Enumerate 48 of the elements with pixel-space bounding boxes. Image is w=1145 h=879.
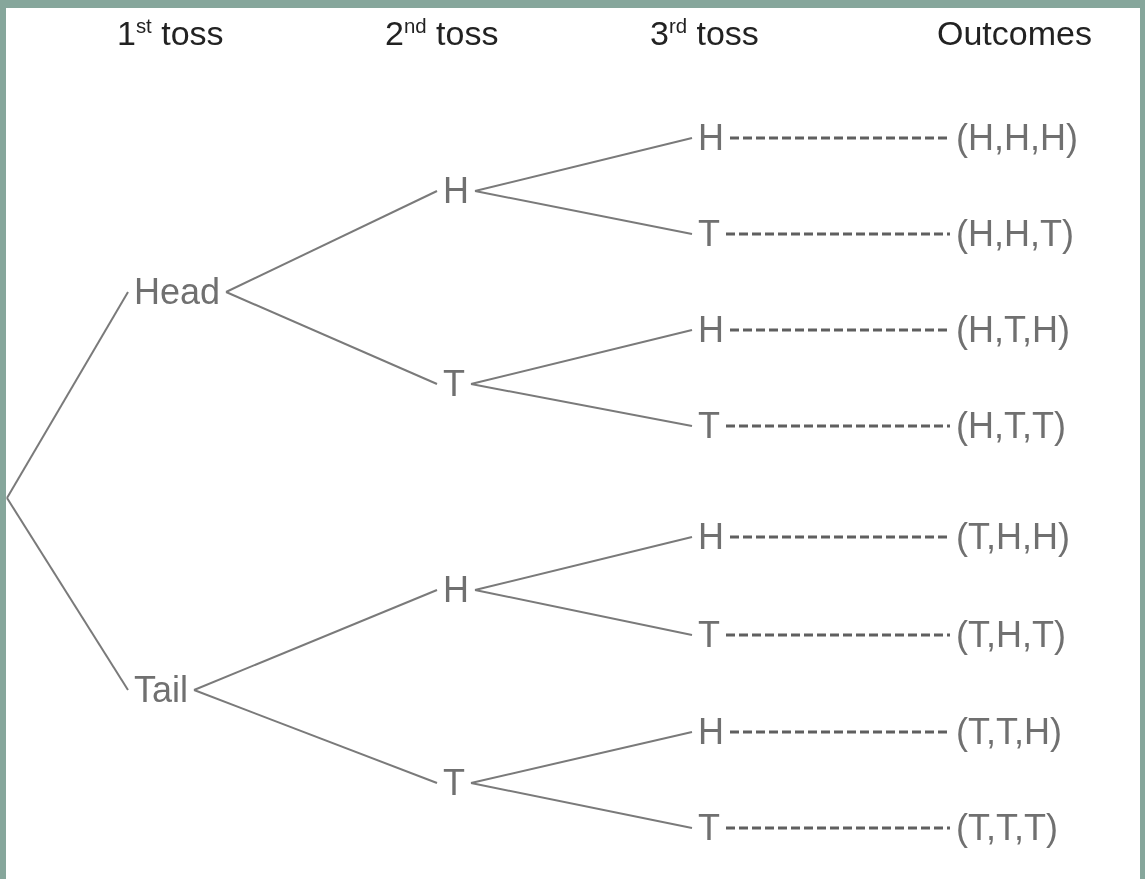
branch-line (193, 689, 438, 784)
outcome-text: (T,H,H) (950, 517, 1076, 557)
column-heading: 2$^{nd}$ toss (385, 16, 499, 50)
branch-label: H (437, 570, 475, 610)
branch-line (470, 731, 693, 784)
branch-label: H (692, 118, 730, 158)
branch-label: H (692, 517, 730, 557)
dashed-connector (726, 826, 950, 830)
branch-line (6, 291, 129, 499)
outcome-text: (H,H,H) (950, 118, 1084, 158)
branch-line (193, 589, 438, 691)
outcome-text: (H,H,T) (950, 214, 1080, 254)
branch-line (470, 782, 693, 829)
dashed-connector (726, 424, 950, 428)
branch-line (225, 190, 438, 293)
outcome-text: (T,H,T) (950, 615, 1072, 655)
branch-label: H (692, 310, 730, 350)
branch-line (474, 589, 693, 636)
branch-line (470, 329, 693, 385)
outcome-text: (T,T,T) (950, 808, 1064, 848)
branch-label: Tail (128, 670, 195, 710)
branch-line (225, 291, 438, 385)
branch-label: T (437, 364, 471, 404)
branch-label: H (692, 712, 730, 752)
column-heading: Outcomes (937, 16, 1092, 50)
dashed-connector (730, 730, 950, 734)
branch-line (470, 383, 693, 427)
branch-label: Head (128, 272, 227, 312)
branch-line (474, 190, 693, 235)
branch-label: T (692, 615, 726, 655)
branch-line (6, 497, 129, 691)
branch-label: T (692, 808, 726, 848)
dashed-connector (730, 535, 950, 539)
dashed-connector (726, 633, 950, 637)
dashed-connector (726, 232, 950, 236)
outcome-text: (H,T,H) (950, 310, 1076, 350)
outcome-text: (H,T,T) (950, 406, 1072, 446)
branch-label: T (437, 763, 471, 803)
outcome-text: (T,T,H) (950, 712, 1068, 752)
branch-label: H (437, 171, 475, 211)
dashed-connector (730, 328, 950, 332)
branch-label: T (692, 406, 726, 446)
column-heading: 1$^{st}$ toss (117, 16, 224, 50)
branch-line (474, 536, 693, 591)
branch-line (474, 137, 693, 192)
dashed-connector (730, 136, 950, 140)
column-heading: 3$^{rd}$ toss (650, 16, 759, 50)
branch-label: T (692, 214, 726, 254)
